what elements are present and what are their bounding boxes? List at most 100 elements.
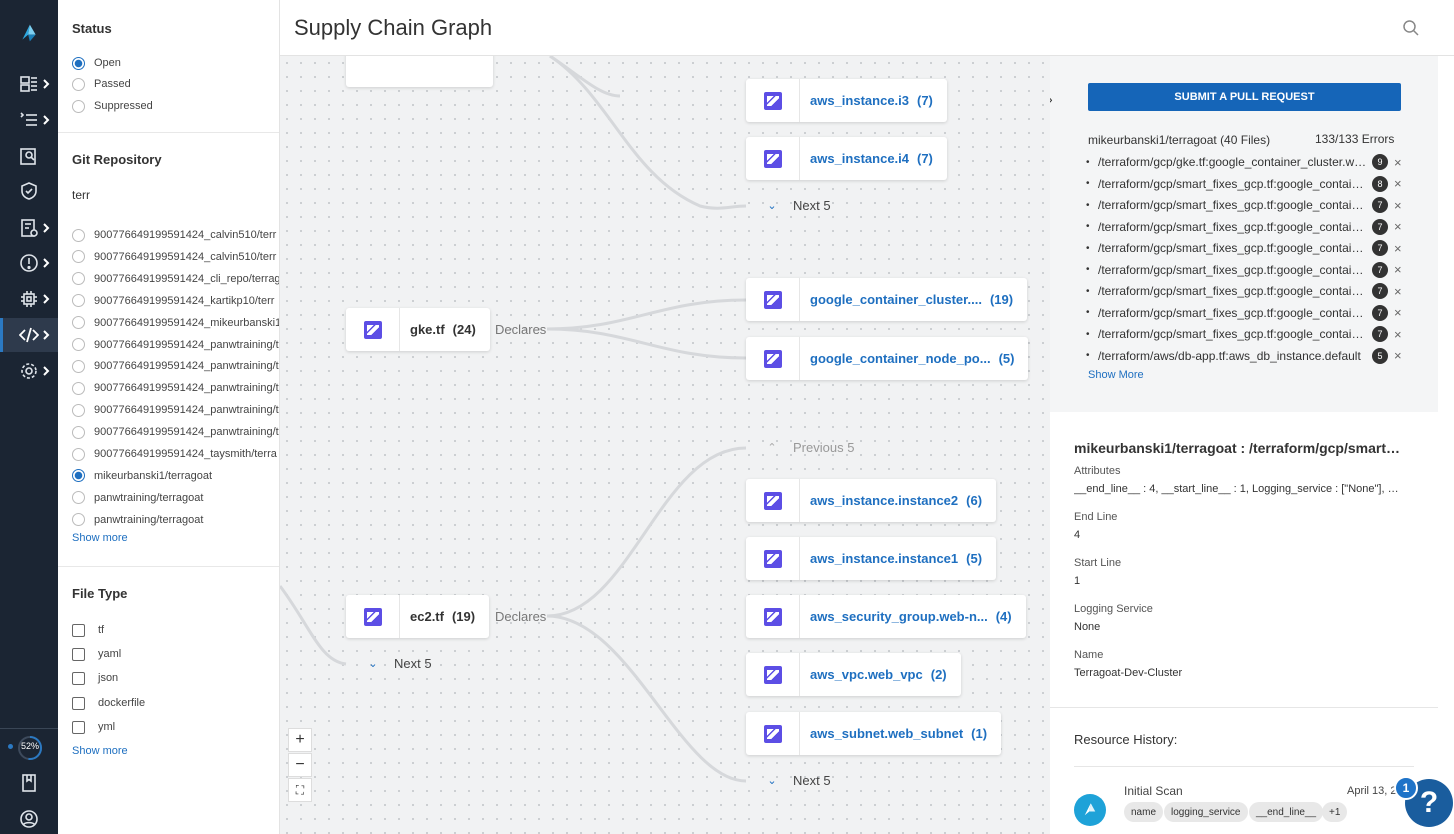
user-circle-icon[interactable] [0,802,58,834]
git-repo-option[interactable]: 900776649199591424_panwtraining/t [72,423,279,441]
zoom-in-button[interactable]: + [288,728,312,752]
pr-file-path[interactable]: /terraform/aws/db-app.tf:aws_db_instance… [1098,348,1361,363]
gke-file-node[interactable]: gke.tf(24) [346,308,490,351]
search-icon[interactable] [1402,19,1420,37]
git-repo-option[interactable]: panwtraining/terragoat [72,511,203,529]
git-repo-option[interactable]: 900776649199591424_cli_repo/terrag [72,270,279,288]
resource-node[interactable]: aws_instance.i4(7) [746,137,947,180]
remove-file-icon[interactable]: × [1394,305,1402,320]
graph-canvas[interactable]: aws_instance.i3(7) aws_instance.i4(7) ⌄N… [280,56,1050,834]
radio-selected[interactable] [72,56,85,70]
git-repo-option[interactable]: panwtraining/terragoat [72,489,203,507]
git-repo-option[interactable]: 900776649199591424_panwtraining/t [72,401,279,419]
pr-file-path[interactable]: /terraform/gcp/smart_fixes_gcp.tf:google… [1098,327,1368,341]
status-option-suppressed[interactable]: Suppressed [72,97,153,115]
radio[interactable] [72,99,85,113]
filetype-option-dockerfile[interactable]: dockerfile [72,694,145,712]
radio[interactable] [72,294,85,308]
pr-show-more-link[interactable]: Show More [1088,369,1144,381]
zoom-out-button[interactable]: − [288,753,312,777]
resource-node[interactable]: aws_subnet.web_subnet(1) [746,712,1002,755]
git-repo-option[interactable]: 900776649199591424_panwtraining/t [72,336,279,354]
report-check-icon[interactable] [0,211,58,245]
remove-file-icon[interactable]: × [1394,326,1402,342]
search-doc-icon[interactable] [0,139,58,173]
pr-file-path[interactable]: /terraform/gcp/gke.tf:google_container_c… [1098,155,1368,169]
radio[interactable] [72,316,85,330]
git-repo-option[interactable]: 900776649199591424_calvin510/terr [72,226,276,244]
pr-file-path[interactable]: /terraform/gcp/smart_fixes_gcp.tf:google… [1098,241,1368,255]
checkbox[interactable] [72,647,85,661]
git-repo-option[interactable]: 900776649199591424_panwtraining/t [72,357,279,375]
checkbox[interactable] [72,671,85,685]
pr-file-path[interactable]: /terraform/gcp/smart_fixes_gcp.tf:google… [1098,305,1368,320]
collapse-chevron-icon[interactable]: › [1050,91,1053,107]
code-icon[interactable] [0,318,58,352]
progress-ring[interactable] [17,735,43,761]
top-next-5-button[interactable]: ⌄Next 5 [765,198,830,213]
resource-node[interactable]: google_container_cluster....(19) [746,278,1028,321]
git-repo-option[interactable]: 900776649199591424_taysmith/terra [72,445,277,463]
ec2-file-node[interactable]: ec2.tf(19) [346,595,490,638]
left-next-5-button[interactable]: ⌄Next 5 [366,656,431,671]
remove-file-icon[interactable]: × [1394,176,1402,191]
remove-file-icon[interactable]: × [1394,197,1402,213]
fit-view-button[interactable]: ⛶ [288,778,312,802]
radio[interactable] [72,338,85,351]
resource-node[interactable]: aws_vpc.web_vpc(2) [746,653,961,696]
previous-5-button[interactable]: ⌃Previous 5 [765,440,854,455]
resource-node[interactable]: aws_instance.i3(7) [746,79,947,122]
checkbox[interactable] [72,720,85,734]
resource-node[interactable]: aws_instance.instance1(5) [746,537,997,580]
git-repo-option[interactable]: 900776649199591424_calvin510/terr [72,248,276,266]
filetype-show-more-link[interactable]: Show more [72,745,128,757]
git-repo-option[interactable]: 900776649199591424_panwtraining/t [72,379,279,397]
radio[interactable] [72,381,85,395]
checkbox[interactable] [72,623,85,637]
pr-file-path[interactable]: /terraform/gcp/smart_fixes_gcp.tf:google… [1098,198,1368,212]
resource-node[interactable]: google_container_node_po...(5) [746,337,1029,380]
resource-node[interactable]: aws_security_group.web-n...(4) [746,595,1026,638]
pr-file-path[interactable]: /terraform/gcp/smart_fixes_gcp.tf:google… [1098,219,1368,234]
radio[interactable] [72,272,85,286]
shield-check-icon[interactable] [0,174,58,208]
pr-file-path[interactable]: /terraform/gcp/smart_fixes_gcp.tf:google… [1098,176,1368,191]
radio[interactable] [72,250,85,264]
filetype-option-tf[interactable]: tf [72,621,104,639]
radio[interactable] [72,77,85,91]
filetype-option-json[interactable]: json [72,669,118,687]
file-node-partial[interactable] [346,56,493,87]
remove-file-icon[interactable]: × [1394,154,1402,170]
filetype-option-yaml[interactable]: yaml [72,645,121,663]
ec2-next-5-button[interactable]: ⌄Next 5 [765,773,830,788]
pr-file-path[interactable]: /terraform/gcp/smart_fixes_gcp.tf:google… [1098,284,1368,298]
repo-search-input[interactable]: terr [72,188,90,202]
radio[interactable] [72,359,85,373]
alert-icon[interactable] [0,246,58,280]
remove-file-icon[interactable]: × [1394,219,1402,234]
git-repo-option[interactable]: 900776649199591424_mikeurbanski1 [72,314,279,332]
remove-file-icon[interactable]: × [1394,262,1402,277]
prisma-logo-icon[interactable] [0,14,58,52]
radio[interactable] [72,447,85,461]
radio[interactable] [72,425,85,439]
status-option-open[interactable]: Open [72,54,121,72]
git-repo-option[interactable]: 900776649199591424_kartikp10/terr [72,292,274,310]
pr-file-path[interactable]: /terraform/gcp/smart_fixes_gcp.tf:google… [1098,262,1368,277]
filetype-option-yml[interactable]: yml [72,718,115,736]
remove-file-icon[interactable]: × [1394,283,1402,299]
chip-icon[interactable] [0,282,58,316]
radio[interactable] [72,228,85,242]
dashboard-icon[interactable] [0,67,58,101]
git-repo-option[interactable]: mikeurbanski1/terragoat [72,467,212,485]
gear-icon[interactable] [0,354,58,388]
radio[interactable] [72,469,85,483]
checkbox[interactable] [72,696,85,710]
git-show-more-link[interactable]: Show more [72,532,128,544]
list-icon[interactable] [0,103,58,137]
status-option-passed[interactable]: Passed [72,75,131,93]
remove-file-icon[interactable]: × [1394,240,1402,256]
radio[interactable] [72,513,85,527]
radio[interactable] [72,403,85,417]
resource-node[interactable]: aws_instance.instance2(6) [746,479,997,522]
